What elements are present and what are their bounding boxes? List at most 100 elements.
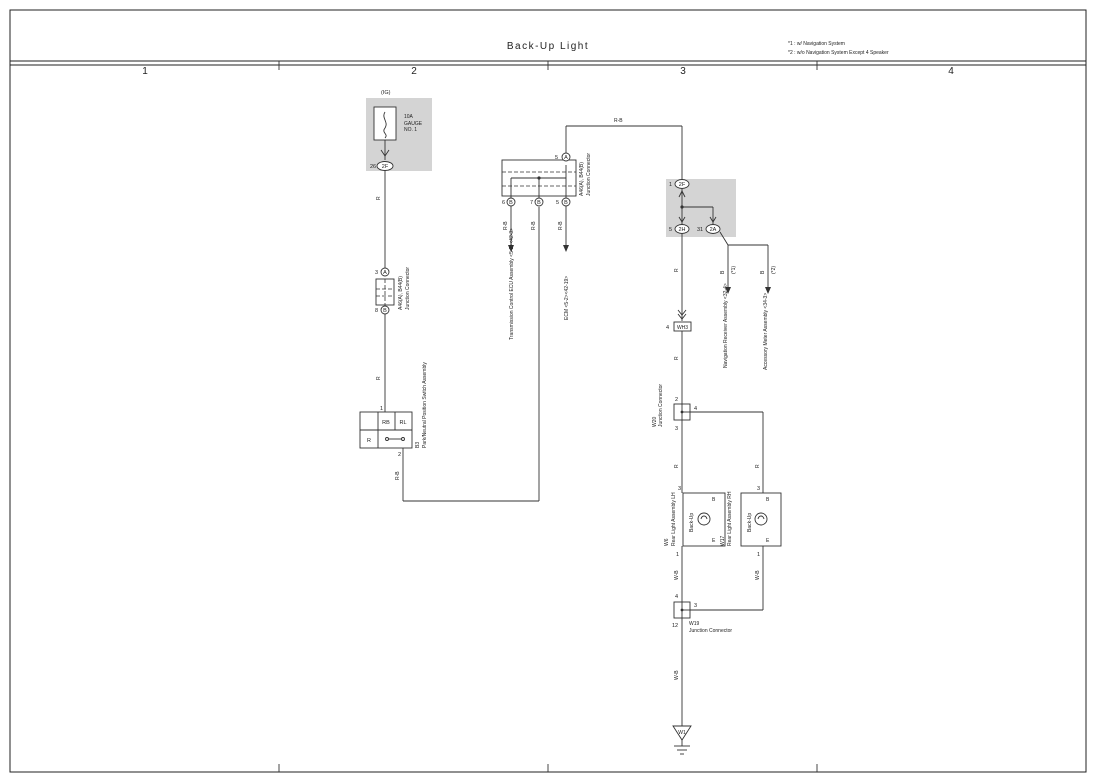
w19-id: W19 [689,621,700,627]
fuse-name-2: NO. 1 [404,127,417,133]
column-number: 1 [142,66,148,77]
wire-note: (*1) [731,266,737,274]
switch-cell: RL [399,420,406,426]
fuse-supply-label: (IG) [381,90,391,96]
wire-color-label: R-B [395,471,401,480]
wh3-id: WH3 [677,325,688,331]
junction-dot [537,176,541,180]
lamp-rh-e: E [766,538,770,544]
connector-2a-icon [705,224,721,234]
lamp-lh-e: E [712,538,716,544]
fuse-conn: 2F [382,164,389,170]
connector-pin: 7 [530,200,533,206]
switch-cell: R [367,438,371,444]
wire-color-label: R-B [558,221,564,230]
arrow-down-icon [765,287,771,294]
junction-dot [680,410,684,414]
connector-pin: 6 [502,200,505,206]
wire-color-label: R [755,464,761,468]
switch-pin-top: 1 [380,406,383,412]
w19-pin: 3 [694,603,697,609]
destination-nav: Navigation Receiver Assembly <32-4> [723,283,729,368]
wire-color-label: W-B [755,570,761,580]
junction-connector-desc: Junction Connector [586,153,592,196]
w20-pin: 3 [675,426,678,432]
jb-conn: 2A [710,227,717,233]
lamp-filament [757,515,765,520]
fuse-symbol-box [373,106,397,141]
connector-pin: 3 [375,270,378,276]
lamp-lh-b: B [712,497,716,503]
lamp-rh-pin: 1 [757,552,760,558]
note-1: *1 : w/ Navigation System [788,41,845,47]
arrow-down-icon [380,149,390,157]
wire-color-label: R [674,356,680,360]
junction-dot [680,608,684,612]
junction-connector-label: A46(A), B44(B) [398,276,404,310]
wire-color-label: R [674,268,680,272]
junction-connector-desc: Junction Connector [405,267,411,310]
destination-meter: Accessory Meter Assembly <34-3> [763,293,769,370]
switch-id: B3 [415,442,421,448]
connector-pin: 5 [556,200,559,206]
lamp-filament [700,515,708,520]
switch-cell: RB [382,420,390,426]
inline-connector-wh3 [673,321,692,332]
w19-pin: 4 [675,594,678,600]
arrow-down-icon [725,287,731,294]
wire-color-label: W-B [674,670,680,680]
connector-id: A [383,270,387,276]
arrow-up-icon [678,189,686,198]
column-number: 2 [411,66,417,77]
jb-conn: 2F [679,182,686,188]
arrow-down-icon [563,245,569,252]
ground-id: W1 [678,730,686,736]
lamp-rh-id: W17 [720,536,726,547]
diagram-frame [9,9,1087,773]
lamp-lh-pin: 1 [676,552,679,558]
switch-pin-bottom: 2 [398,452,401,458]
ground-point-icon [672,725,692,741]
lamp-lh-id: W6 [664,538,670,546]
arrow-down-icon [508,245,514,252]
switch-desc: Park/Neutral Position Switch Assembly [422,362,428,448]
junction-connector-label: A46(A), B44(B) [579,162,585,196]
wire-b [719,231,729,246]
lamp-rh-pin: 3 [757,486,760,492]
fuse-name: GAUGE [404,121,423,127]
fuse-element-icon [383,111,387,139]
wire-color-label: R [376,196,382,200]
diagram-title: Back-Up Light [507,41,589,52]
jb-pin: 1 [669,182,672,188]
lamp-rh-desc: Rear Light Assembly RH [727,491,733,546]
connector-id: B [537,200,541,206]
wire-color-label: R-B [503,221,509,230]
wire-color-label: R [376,376,382,380]
connector-2f-icon [674,179,690,189]
wire-color-label: R-B [531,221,537,230]
connector-a-icon [380,267,390,277]
jb-pin: 31 [697,227,703,233]
wire-note: (*2) [771,266,777,274]
connector-id: A [564,155,568,161]
wire-color-label: R-B [614,118,623,124]
lamp-lh-inner: Back-Up [689,513,695,532]
destination-tcu: Transmission Control ECU Assembly <5-2><… [509,228,515,340]
fuse-rating: 10A [404,114,414,120]
connector-2f-icon [376,161,394,171]
connector-2h-icon [674,224,690,234]
wire-color-label: W-B [674,570,680,580]
arrow-down-icon [709,216,717,223]
lamp-bulb-icon [754,512,768,526]
wh3-pin: 4 [666,325,669,331]
connector-pin: 5 [555,155,558,161]
lamp-rh-inner: Back-Up [747,513,753,532]
connector-id: B [383,308,387,314]
lamp-lh-pin: 3 [678,486,681,492]
junction-dot [680,205,684,209]
fuse-pin: 26 [370,164,376,170]
w19-pin: 12 [672,623,678,629]
connector-b-icon [534,197,544,207]
column-number: 3 [680,66,686,77]
